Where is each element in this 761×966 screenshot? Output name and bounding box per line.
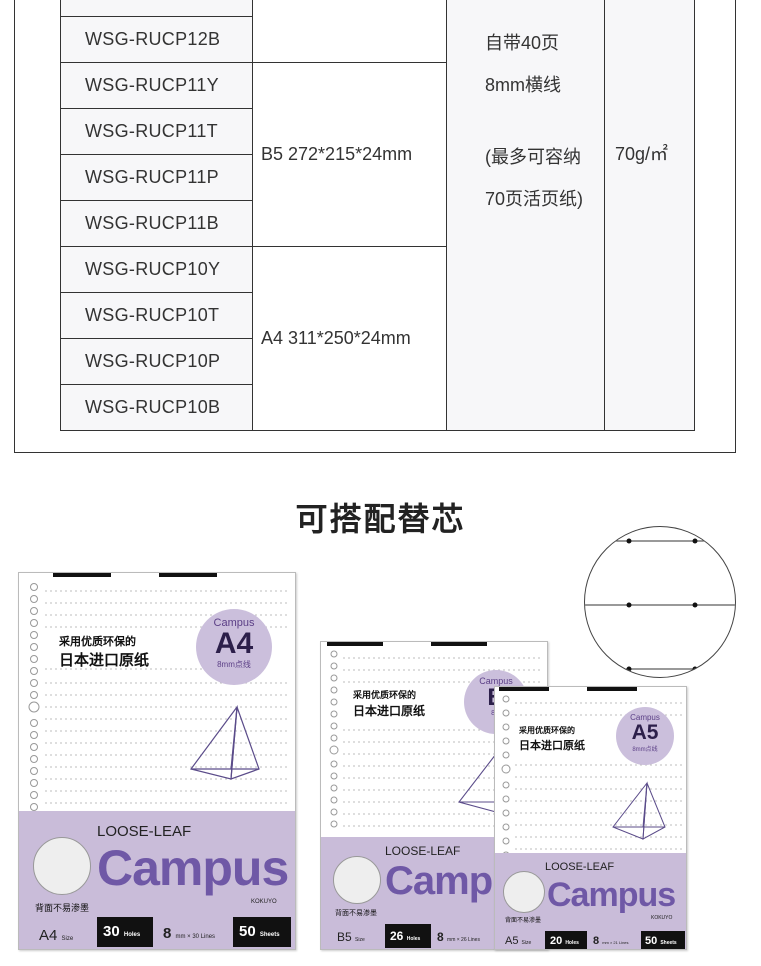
ring-detail-icon	[585, 538, 735, 672]
paper-sample-icon	[33, 837, 91, 895]
size-badge: Campus A5 8mm点线	[616, 707, 674, 765]
size-cell	[252, 0, 447, 63]
badge-note: 8mm点线	[217, 660, 251, 669]
badge-note: 8mm点线	[632, 747, 658, 753]
desc-capacity-1: (最多可容纳	[485, 147, 581, 167]
weight-cell: 70g/㎡	[604, 0, 695, 431]
refill-pad-a5: 采用优质环保的 日本进口原纸 Campus A5 8mm点线 LOOSE-LEA…	[494, 686, 687, 950]
model-cell	[60, 0, 253, 17]
lines-word: mm × 30 Lines	[175, 934, 216, 940]
size-cell-b5: B5 272*215*24mm	[252, 61, 447, 247]
model-cell: WSG-RUCP11P	[60, 153, 253, 201]
loose-leaf-label: LOOSE-LEAF	[545, 861, 615, 873]
size-label: B5	[337, 930, 352, 944]
model-cell: WSG-RUCP10T	[60, 291, 253, 339]
holes-chip: 26 Holes	[385, 924, 431, 948]
badge-brand: Campus	[479, 676, 513, 686]
desc-ruling: 8mm横线	[485, 75, 561, 95]
table-row: WSG-RUCP10Y A4 311*250*24mm	[60, 245, 695, 431]
holes-word: Holes	[406, 936, 421, 942]
holes-chip: 20 Holes	[545, 931, 587, 949]
badge-brand: Campus	[630, 713, 660, 722]
size-badge: Campus A4 8mm点线	[196, 609, 272, 685]
headline-text: 日本进口原纸	[519, 740, 585, 752]
holes-word: Holes	[123, 932, 141, 938]
headline-text: 日本进口原纸	[59, 652, 150, 669]
slogan-text: 采用优质环保的	[59, 636, 136, 648]
table-row: WSG-RUCP10B	[60, 383, 695, 431]
size-cell-a4: A4 311*250*24mm	[252, 245, 447, 431]
table-row: WSG-RUCP12B	[60, 15, 695, 63]
holes-number: 30	[103, 923, 120, 940]
campus-logo: Campus	[97, 840, 289, 896]
size-label: A5	[505, 935, 519, 947]
sheets-chip: 50 Sheets	[641, 931, 685, 949]
badge-size: A4	[214, 627, 254, 660]
paper-sample-icon	[503, 871, 545, 913]
badge-size: A5	[631, 721, 659, 744]
table-row: WSG-RUCP11B	[60, 199, 695, 247]
sheets-chip: 50 Sheets	[233, 917, 291, 947]
model-cell: WSG-RUCP11T	[60, 107, 253, 155]
slogan-text: 采用优质环保的	[519, 726, 575, 735]
campus-logo: Campus	[547, 876, 676, 914]
back-note: 背面不易渗墨	[335, 910, 377, 917]
badge-brand: Campus	[213, 617, 255, 629]
lines-number: 8	[163, 925, 172, 942]
desc-capacity-2: 70页活页纸)	[485, 189, 584, 209]
table-row: WSG-RUCP10P	[60, 337, 695, 385]
back-note: 背面不易渗墨	[505, 918, 542, 924]
spec-table-frame	[14, 0, 736, 453]
model-cell: WSG-RUCP12B	[60, 15, 253, 63]
headline-text: 日本进口原纸	[353, 704, 426, 718]
loose-leaf-label: LOOSE-LEAF	[97, 823, 192, 840]
size-word: Size	[61, 936, 74, 942]
maker-logo: KOKUYO	[651, 915, 673, 921]
maker-logo: KOKUYO	[251, 899, 277, 905]
lines-word: mm × 26 Lines	[447, 937, 480, 943]
model-cell: WSG-RUCP10B	[60, 383, 253, 431]
slogan-text: 采用优质环保的	[353, 690, 417, 700]
spec-table: 自带40页 8mm横线 (最多可容纳 70页活页纸) 70g/㎡ WSG-RUC…	[60, 0, 695, 431]
holes-word: Holes	[565, 940, 579, 946]
holes-chip: 30 Holes	[97, 917, 153, 947]
sheets-number: 50	[645, 935, 658, 947]
ruled-lines-decoration	[28, 573, 289, 811]
lines-number: 8	[437, 930, 444, 944]
ring-detail-magnifier	[584, 526, 736, 678]
model-cell: WSG-RUCP10P	[60, 337, 253, 385]
size-label-group: B5 Size	[337, 930, 365, 944]
size-label-group: A4 Size	[39, 927, 73, 944]
paper-weight: 70g/㎡	[615, 144, 669, 164]
table-row: WSG-RUCP11T	[60, 107, 695, 155]
model-cell: WSG-RUCP11Y	[60, 61, 253, 109]
size-word: Size	[355, 937, 365, 943]
size-label-group: A5 Size	[505, 935, 531, 947]
lines-number: 8	[593, 935, 600, 947]
holes-number: 20	[550, 935, 563, 947]
size-label: A4	[39, 927, 58, 944]
paper-sample-icon	[333, 856, 381, 904]
description-cell: 自带40页 8mm横线 (最多可容纳 70页活页纸)	[446, 0, 605, 431]
back-note: 背面不易渗墨	[35, 903, 90, 913]
sheets-number: 50	[239, 923, 256, 940]
lines-label: 8 mm × 26 Lines	[437, 930, 480, 944]
loose-leaf-label: LOOSE-LEAF	[385, 844, 461, 858]
refill-section-title: 可搭配替芯	[295, 501, 466, 537]
sheets-word: Sheets	[660, 940, 677, 946]
table-row: 自带40页 8mm横线 (最多可容纳 70页活页纸) 70g/㎡	[60, 0, 695, 431]
sheets-word: Sheets	[259, 932, 280, 938]
lines-word: mm × 21 Lines	[602, 940, 629, 945]
size-word: Size	[521, 940, 532, 946]
holes-number: 26	[390, 929, 404, 943]
refill-pad-a4: 采用优质环保的 日本进口原纸 Campus A4 8mm点线 LOOSE-LEA…	[18, 572, 296, 950]
model-cell: WSG-RUCP10Y	[60, 245, 253, 293]
lines-label: 8 mm × 21 Lines	[593, 935, 629, 947]
lines-label: 8 mm × 30 Lines	[163, 925, 215, 942]
model-cell: WSG-RUCP11B	[60, 199, 253, 247]
desc-pages: 自带40页	[485, 33, 560, 53]
